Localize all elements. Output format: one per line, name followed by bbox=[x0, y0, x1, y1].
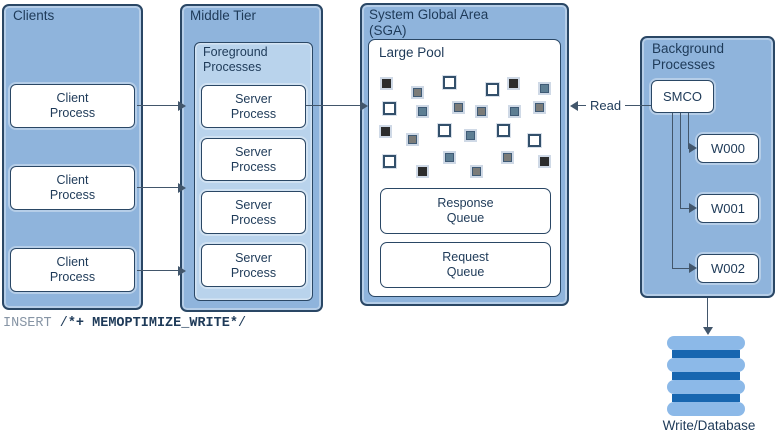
foreground-processes-title: Foreground Processes bbox=[203, 45, 268, 74]
buffer-square-dark bbox=[538, 155, 551, 168]
hint-close-slash: / bbox=[237, 316, 247, 331]
buffer-square-gray bbox=[533, 101, 546, 114]
hint-open-slash: / bbox=[59, 316, 68, 331]
buffer-square-white bbox=[528, 134, 541, 147]
buffer-square-white bbox=[497, 124, 510, 137]
buffer-square-white bbox=[438, 124, 451, 137]
buffer-square-steel bbox=[443, 151, 456, 164]
buffer-square-gray bbox=[470, 165, 483, 178]
insert-keyword: INSERT bbox=[3, 316, 60, 331]
worker-box-w001: W001 bbox=[697, 194, 759, 223]
smco-process-box: SMCO bbox=[651, 80, 714, 113]
clients-title: Clients bbox=[13, 8, 55, 23]
worker-box-w000: W000 bbox=[697, 134, 759, 163]
client-process-box-3: Client Process bbox=[10, 248, 135, 292]
buffer-square-gray bbox=[452, 101, 465, 114]
client-process-box-2: Client Process bbox=[10, 166, 135, 210]
server-process-box-4: Server Process bbox=[201, 244, 306, 287]
buffer-square-dark bbox=[507, 77, 520, 90]
worker-box-w002: W002 bbox=[697, 254, 759, 283]
read-arrow-head bbox=[570, 101, 578, 111]
client-process-box-1: Client Process bbox=[10, 84, 135, 128]
arrow-to-database-head bbox=[703, 327, 713, 335]
buffer-square-dark bbox=[379, 125, 392, 138]
buffer-square-gray bbox=[475, 105, 488, 118]
database-label: Write/Database bbox=[662, 418, 756, 433]
arrow-client1-head bbox=[178, 101, 186, 111]
arrow-server-to-sga-line bbox=[306, 105, 360, 106]
buffer-square-dark bbox=[416, 165, 429, 178]
buffer-square-white bbox=[443, 76, 456, 89]
buffer-square-steel bbox=[464, 129, 477, 142]
smco-w001-hline bbox=[680, 208, 690, 209]
database-icon bbox=[667, 336, 745, 416]
arrow-client3-line bbox=[137, 270, 178, 271]
buffer-square-steel bbox=[508, 105, 521, 118]
buffer-square-dark bbox=[380, 77, 393, 90]
middle-tier-title: Middle Tier bbox=[190, 8, 257, 23]
buffer-square-steel bbox=[416, 105, 429, 118]
server-process-box-3: Server Process bbox=[201, 191, 306, 234]
arrow-client2-line bbox=[137, 187, 178, 188]
arrow-client3-head bbox=[178, 266, 186, 276]
buffer-square-gray bbox=[501, 151, 514, 164]
buffer-square-steel bbox=[538, 82, 551, 95]
smco-w000-head bbox=[689, 143, 697, 153]
insert-statement: INSERT /*+ MEMOPTIMIZE_WRITE*/ bbox=[3, 316, 246, 331]
request-queue-box: Request Queue bbox=[380, 242, 551, 288]
server-process-box-1: Server Process bbox=[201, 85, 306, 128]
buffer-square-white bbox=[383, 102, 396, 115]
memoptimize-write-hint: *+ MEMOPTIMIZE_WRITE* bbox=[67, 316, 238, 331]
smco-w001-vline bbox=[680, 113, 681, 208]
large-pool-title: Large Pool bbox=[379, 45, 445, 60]
sga-title: System Global Area (SGA) bbox=[369, 7, 489, 39]
smco-w002-hline bbox=[672, 268, 690, 269]
smco-w002-head bbox=[689, 263, 697, 273]
read-label: Read bbox=[586, 98, 626, 113]
arrow-to-database-line bbox=[707, 298, 708, 327]
smco-w001-head bbox=[689, 203, 697, 213]
buffer-square-gray bbox=[406, 133, 419, 146]
smco-w000-vline bbox=[688, 113, 689, 148]
buffer-square-gray bbox=[411, 86, 424, 99]
smco-w002-vline bbox=[672, 113, 673, 268]
buffer-square-white bbox=[486, 83, 499, 96]
arrow-server-to-sga-head bbox=[360, 101, 368, 111]
arrow-client1-line bbox=[137, 105, 178, 106]
response-queue-box: Response Queue bbox=[380, 188, 551, 234]
arrow-client2-head bbox=[178, 183, 186, 193]
buffer-square-white bbox=[383, 155, 396, 168]
server-process-box-2: Server Process bbox=[201, 138, 306, 181]
background-processes-title: Background Processes bbox=[652, 41, 725, 73]
